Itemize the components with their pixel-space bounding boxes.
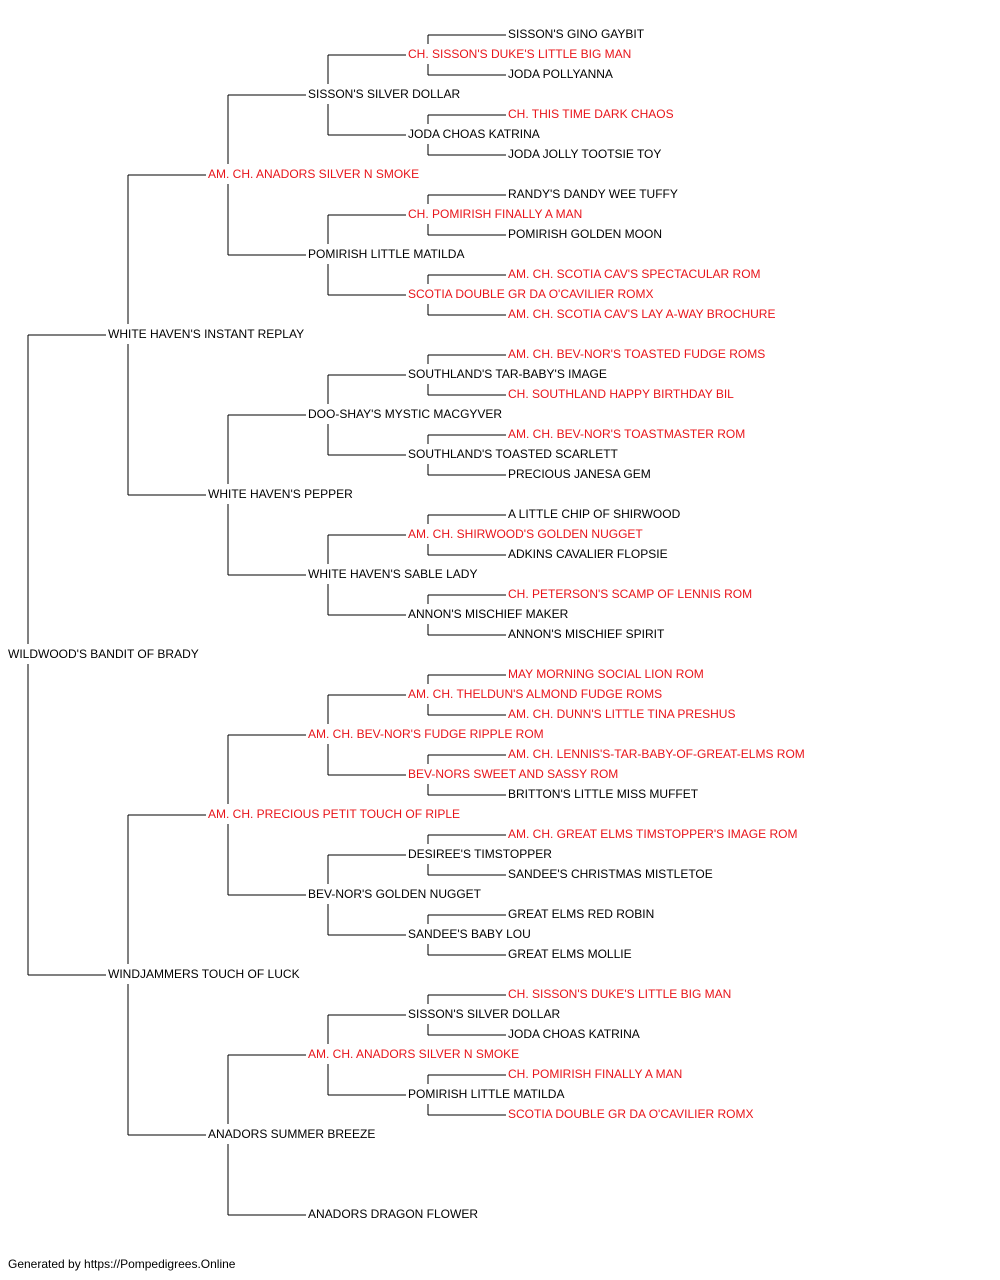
- dog-name-root-sire-dam-dam-dam-sire: CH. PETERSON'S SCAMP OF LENNIS ROM: [508, 587, 752, 601]
- dog-name-root-sire-dam-sire-sire-sire: AM. CH. BEV-NOR'S TOASTED FUDGE ROMS: [508, 347, 765, 361]
- dog-name-root-sire-sire-dam-sire-dam: POMIRISH GOLDEN MOON: [508, 227, 662, 241]
- dog-name-root-dam-dam-dam: ANADORS DRAGON FLOWER: [308, 1207, 478, 1221]
- dog-name-root-sire-dam-dam-dam-dam: ANNON'S MISCHIEF SPIRIT: [508, 627, 665, 641]
- dog-name-root-dam-sire-sire-sire-dam: AM. CH. DUNN'S LITTLE TINA PRESHUS: [508, 707, 735, 721]
- dog-name-root-dam-sire-sire-dam-sire: AM. CH. LENNIS'S-TAR-BABY-OF-GREAT-ELMS …: [508, 747, 805, 761]
- dog-name-root-sire-dam-dam-dam: ANNON'S MISCHIEF MAKER: [408, 607, 569, 621]
- dog-name-root-dam-sire-dam-dam-sire: GREAT ELMS RED ROBIN: [508, 907, 654, 921]
- dog-name-root-dam-sire-dam-sire-sire: AM. CH. GREAT ELMS TIMSTOPPER'S IMAGE RO…: [508, 827, 797, 841]
- dog-name-root-dam-dam-sire-dam: POMIRISH LITTLE MATILDA: [408, 1087, 564, 1101]
- dog-name-root-sire-sire-dam-sire: CH. POMIRISH FINALLY A MAN: [408, 207, 582, 221]
- dog-name-root-dam: WINDJAMMERS TOUCH OF LUCK: [108, 967, 300, 981]
- dog-name-root-dam-dam-sire-dam-dam: SCOTIA DOUBLE GR DA O'CAVILIER ROMX: [508, 1107, 753, 1121]
- dog-name-root-dam-sire-sire: AM. CH. BEV-NOR'S FUDGE RIPPLE ROM: [308, 727, 544, 741]
- dog-name-root-dam-sire-dam-dam: SANDEE'S BABY LOU: [408, 927, 531, 941]
- dog-name-root-dam-dam: ANADORS SUMMER BREEZE: [208, 1127, 375, 1141]
- dog-name-root-sire-sire-sire-dam-sire: CH. THIS TIME DARK CHAOS: [508, 107, 674, 121]
- dog-name-root-sire-sire-dam-dam-sire: AM. CH. SCOTIA CAV'S SPECTACULAR ROM: [508, 267, 761, 281]
- dog-name-root-sire-sire-sire-dam: JODA CHOAS KATRINA: [408, 127, 540, 141]
- dog-name-root-sire-sire: AM. CH. ANADORS SILVER N SMOKE: [208, 167, 419, 181]
- dog-name-root-sire-dam-sire-sire: SOUTHLAND'S TAR-BABY'S IMAGE: [408, 367, 607, 381]
- dog-name-root-sire-dam: WHITE HAVEN'S PEPPER: [208, 487, 353, 501]
- dog-name-root: WILDWOOD'S BANDIT OF BRADY: [8, 647, 199, 661]
- dog-name-root-sire-sire-dam-sire-sire: RANDY'S DANDY WEE TUFFY: [508, 187, 678, 201]
- dog-name-root-sire-dam-sire-dam-dam: PRECIOUS JANESA GEM: [508, 467, 651, 481]
- dog-name-root-sire-dam-dam-sire: AM. CH. SHIRWOOD'S GOLDEN NUGGET: [408, 527, 643, 541]
- dog-name-root-dam-sire-dam-sire-dam: SANDEE'S CHRISTMAS MISTLETOE: [508, 867, 713, 881]
- dog-name-root-sire-dam-dam-sire-sire: A LITTLE CHIP OF SHIRWOOD: [508, 507, 681, 521]
- dog-name-root-sire-sire-sire-sire-dam: JODA POLLYANNA: [508, 67, 613, 81]
- dog-name-root-dam-sire-sire-dam: BEV-NORS SWEET AND SASSY ROM: [408, 767, 618, 781]
- dog-name-root-sire-sire-dam-dam: SCOTIA DOUBLE GR DA O'CAVILIER ROMX: [408, 287, 653, 301]
- generated-by-footer: Generated by https://Pompedigrees.Online: [8, 1257, 236, 1271]
- dog-name-root-dam-sire-sire-sire-sire: MAY MORNING SOCIAL LION ROM: [508, 667, 704, 681]
- pedigree-tree: WILDWOOD'S BANDIT OF BRADY WHITE HAVEN'S …: [8, 27, 805, 1221]
- dog-name-root-sire-dam-dam-sire-dam: ADKINS CAVALIER FLOPSIE: [508, 547, 668, 561]
- dog-name-root-sire-sire-dam-dam-dam: AM. CH. SCOTIA CAV'S LAY A-WAY BROCHURE: [508, 307, 775, 321]
- dog-name-root-dam-dam-sire-sire-dam: JODA CHOAS KATRINA: [508, 1027, 640, 1041]
- dog-name-root-dam-dam-sire-dam-sire: CH. POMIRISH FINALLY A MAN: [508, 1067, 682, 1081]
- dog-name-root-sire-sire-sire: SISSON'S SILVER DOLLAR: [308, 87, 460, 101]
- dog-name-root-dam-sire-dam: BEV-NOR'S GOLDEN NUGGET: [308, 887, 482, 901]
- dog-name-root-sire-sire-dam: POMIRISH LITTLE MATILDA: [308, 247, 464, 261]
- dog-name-root-sire-dam-sire-dam: SOUTHLAND'S TOASTED SCARLETT: [408, 447, 619, 461]
- dog-name-root-dam-sire-sire-dam-dam: BRITTON'S LITTLE MISS MUFFET: [508, 787, 699, 801]
- dog-name-root-sire-sire-sire-dam-dam: JODA JOLLY TOOTSIE TOY: [508, 147, 661, 161]
- dog-name-root-sire-dam-sire-dam-sire: AM. CH. BEV-NOR'S TOASTMASTER ROM: [508, 427, 745, 441]
- dog-name-root-dam-dam-sire: AM. CH. ANADORS SILVER N SMOKE: [308, 1047, 519, 1061]
- dog-name-root-sire: WHITE HAVEN'S INSTANT REPLAY: [108, 327, 304, 341]
- dog-name-root-dam-dam-sire-sire-sire: CH. SISSON'S DUKE'S LITTLE BIG MAN: [508, 987, 731, 1001]
- dog-name-root-dam-sire: AM. CH. PRECIOUS PETIT TOUCH OF RIPLE: [208, 807, 460, 821]
- dog-name-root-dam-dam-sire-sire: SISSON'S SILVER DOLLAR: [408, 1007, 560, 1021]
- dog-name-root-dam-sire-dam-dam-dam: GREAT ELMS MOLLIE: [508, 947, 632, 961]
- dog-name-root-sire-dam-sire: DOO-SHAY'S MYSTIC MACGYVER: [308, 407, 502, 421]
- dog-name-root-dam-sire-sire-sire: AM. CH. THELDUN'S ALMOND FUDGE ROMS: [408, 687, 662, 701]
- dog-name-root-dam-sire-dam-sire: DESIREE'S TIMSTOPPER: [408, 847, 552, 861]
- dog-name-root-sire-sire-sire-sire: CH. SISSON'S DUKE'S LITTLE BIG MAN: [408, 47, 631, 61]
- dog-name-root-sire-sire-sire-sire-sire: SISSON'S GINO GAYBIT: [508, 27, 645, 41]
- dog-name-root-sire-dam-sire-sire-dam: CH. SOUTHLAND HAPPY BIRTHDAY BIL: [508, 387, 734, 401]
- dog-name-root-sire-dam-dam: WHITE HAVEN'S SABLE LADY: [308, 567, 477, 581]
